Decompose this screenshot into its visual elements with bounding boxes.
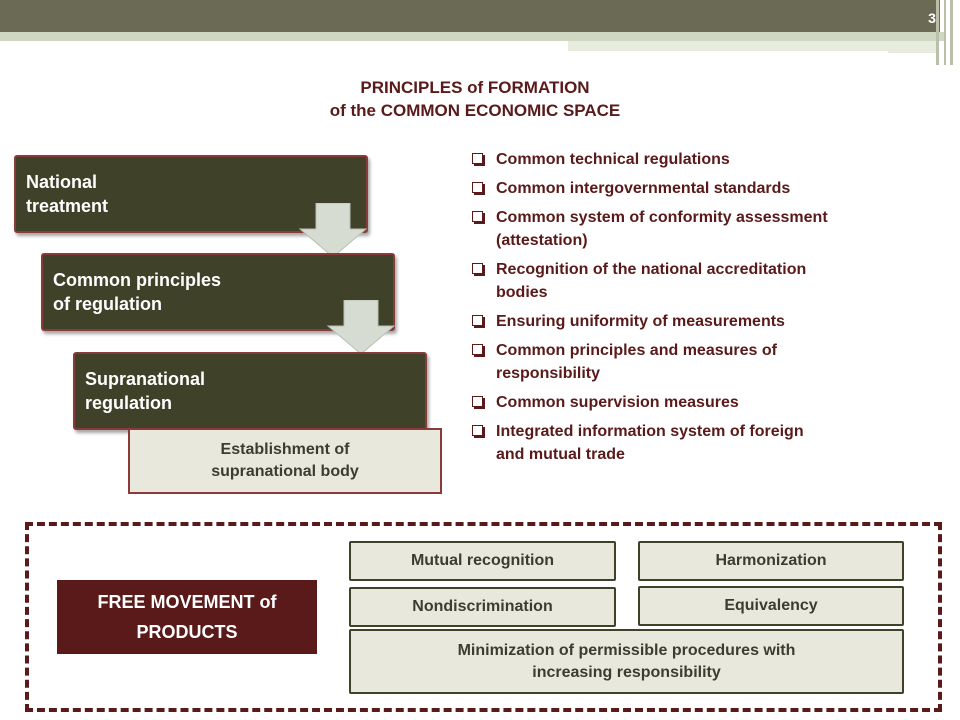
step-label-line: Supranational: [85, 369, 206, 389]
step-supranational-regulation: Supranational regulation: [73, 352, 427, 430]
bullet-text: Common system of conformity assessment: [496, 209, 828, 226]
bullet-text-cont: responsibility: [496, 365, 601, 382]
slide-title: PRINCIPLES of FORMATION of the COMMON EC…: [220, 76, 730, 122]
bullet-text-cont: and mutual trade: [496, 446, 625, 463]
bullet-text-cont: bodies: [496, 284, 548, 301]
equivalency-box: Equivalency: [638, 586, 904, 626]
header-divider: [950, 0, 953, 65]
checkbox-bullet-icon: [472, 315, 483, 326]
free-movement-box: FREE MOVEMENT of PRODUCTS: [57, 580, 317, 654]
header-stripe-line: [568, 51, 888, 53]
harmonization-box: Harmonization: [638, 541, 904, 581]
step-label-line: treatment: [26, 196, 109, 216]
step-common-principles: Common principles of regulation: [41, 253, 395, 331]
step-text: National treatment: [26, 170, 108, 218]
bullet-text: Common principles and measures of: [496, 342, 777, 359]
list-item: Ensuring uniformity of measurements: [470, 310, 950, 333]
nondiscrimination-box: Nondiscrimination: [349, 587, 616, 627]
down-arrow-icon: [326, 300, 396, 355]
list-item: Common supervision measures: [470, 391, 950, 414]
header-bar: [0, 0, 940, 32]
list-item: Common technical regulations: [470, 148, 950, 171]
bullet-text: Recognition of the national accreditatio…: [496, 261, 807, 278]
checkbox-bullet-icon: [472, 263, 483, 274]
step-national-treatment: National treatment: [14, 155, 368, 233]
bullet-text: Common intergovernmental standards: [496, 180, 791, 197]
box-label: Mutual recognition: [410, 552, 555, 569]
free-movement-line: PRODUCTS: [136, 622, 238, 642]
box-label: Nondiscrimination: [412, 598, 553, 615]
free-movement-region: [25, 522, 942, 712]
list-item: Common principles and measures of respons…: [470, 339, 950, 385]
step-text: Common principles of regulation: [53, 268, 221, 316]
header-stripe: [0, 32, 945, 41]
checkbox-bullet-icon: [472, 182, 483, 193]
header-divider: [936, 0, 939, 65]
checkbox-bullet-icon: [472, 211, 483, 222]
checkbox-bullet-icon: [472, 153, 483, 164]
checkbox-bullet-icon: [472, 425, 483, 436]
minimization-box: Minimization of permissible procedures w…: [349, 629, 904, 694]
checkbox-bullet-icon: [472, 344, 483, 355]
down-arrow-icon: [298, 203, 368, 258]
title-line-1: PRINCIPLES of FORMATION: [360, 78, 590, 97]
checkbox-bullet-icon: [472, 396, 483, 407]
step-text: Supranational regulation: [85, 367, 205, 415]
step-label-line: regulation: [85, 393, 173, 413]
list-item: Recognition of the national accreditatio…: [470, 258, 950, 304]
establishment-line: supranational body: [211, 463, 359, 480]
box-label-line: Minimization of permissible procedures w…: [457, 641, 796, 659]
title-line-2: of the COMMON ECONOMIC SPACE: [329, 101, 621, 120]
list-item: Integrated information system of foreign…: [470, 420, 950, 466]
regulation-bullet-list: Common technical regulations Common inte…: [470, 148, 950, 472]
bullet-text-cont: (attestation): [496, 232, 588, 249]
mutual-recognition-box: Mutual recognition: [349, 541, 616, 581]
free-movement-line: FREE MOVEMENT of: [97, 592, 277, 612]
bullet-text: Integrated information system of foreign: [496, 423, 804, 440]
bullet-text: Ensuring uniformity of measurements: [496, 313, 785, 330]
page-number: 3: [928, 10, 936, 26]
establishment-line: Establishment of: [220, 441, 350, 458]
header-stripe-light: [568, 41, 938, 53]
list-item: Common system of conformity assessment (a…: [470, 206, 950, 252]
header-divider: [944, 0, 946, 65]
list-item: Common intergovernmental standards: [470, 177, 950, 200]
step-label-line: of regulation: [53, 294, 162, 314]
bullet-text: Common supervision measures: [496, 394, 739, 411]
box-label: Harmonization: [715, 552, 827, 569]
establishment-box: Establishment of supranational body: [128, 428, 442, 494]
step-label-line: Common principles: [53, 270, 222, 290]
box-label-line: increasing responsibility: [532, 663, 721, 681]
step-label-line: National: [26, 172, 98, 192]
bullet-text: Common technical regulations: [496, 151, 730, 168]
box-label: Equivalency: [724, 597, 818, 614]
